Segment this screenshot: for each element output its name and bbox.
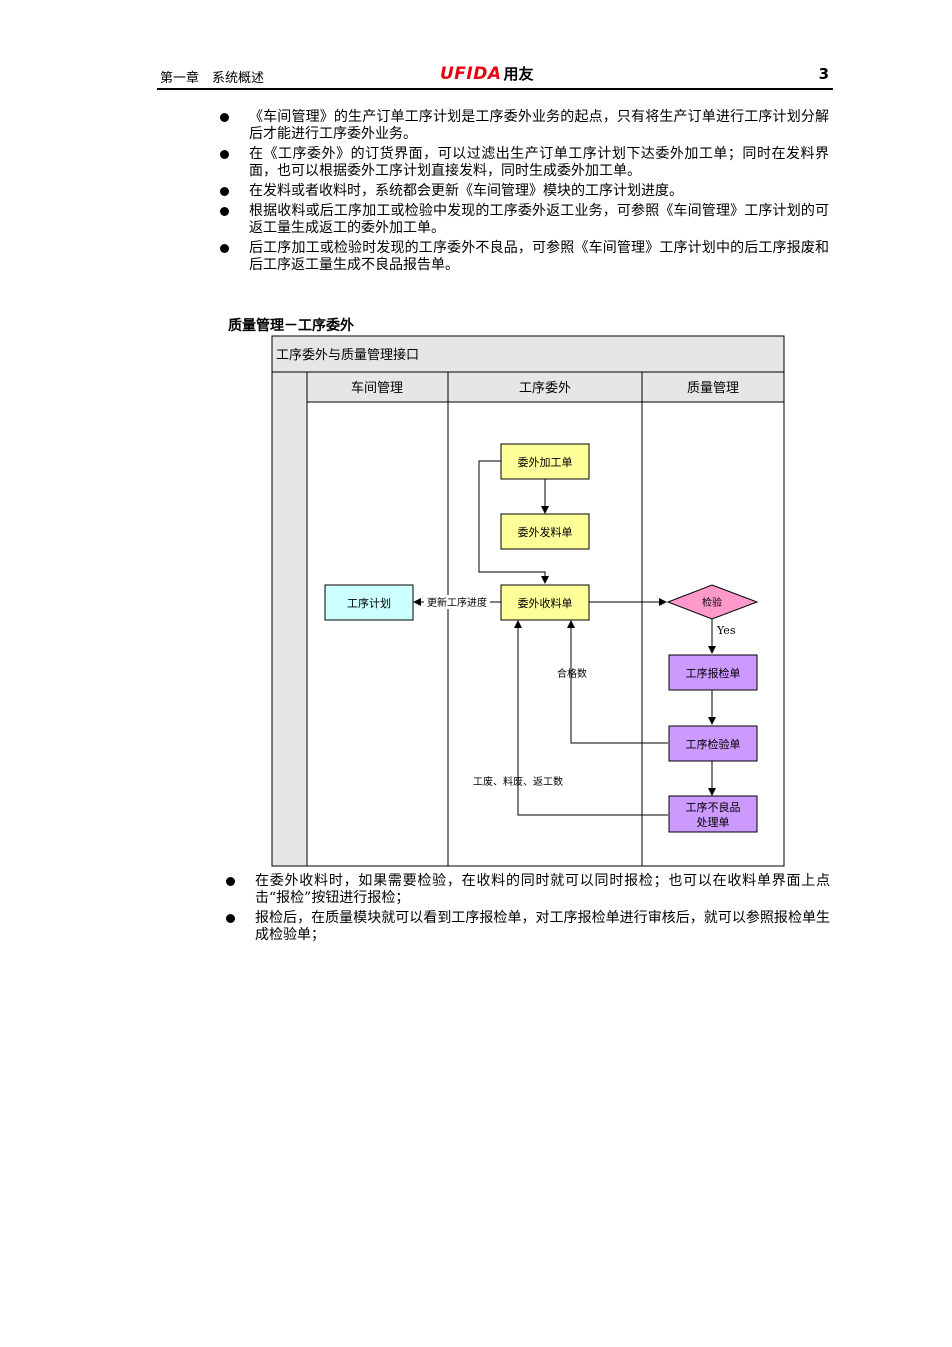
bullet-list-bottom: 在委外收料时，如果需要检验，在收料的同时就可以同时报检；也可以在收料单界面上点击… bbox=[226, 873, 830, 947]
node-jianyandan bbox=[668, 725, 758, 762]
list-item: 根据收料或后工序加工或检验中发现的工序委外返工业务，可参照《车间管理》工序计划的… bbox=[220, 203, 829, 237]
diagram-title: 工序委外与质量管理接口 bbox=[276, 347, 419, 363]
label-qualified: 合格数 bbox=[557, 667, 587, 680]
logo-cn-text: 用友 bbox=[503, 65, 534, 83]
bullet-icon bbox=[220, 113, 229, 122]
node-jianyandan-label: 工序检验单 bbox=[686, 737, 741, 751]
node-buliang-label-2: 处理单 bbox=[697, 816, 730, 829]
lane-header-quality: 质量管理 bbox=[687, 381, 739, 396]
node-weiwai-shouliao bbox=[500, 584, 590, 621]
bullet-list-top: 《车间管理》的生产订单工序计划是工序委外业务的起点，只有将生产订单进行工序计划分… bbox=[220, 109, 829, 277]
bullet-icon bbox=[226, 877, 235, 886]
list-item: 在《工序委外》的订货界面，可以过滤出生产订单工序计划下达委外加工单；同时在发料界… bbox=[220, 146, 829, 180]
node-buliang-label-1: 工序不良品 bbox=[686, 800, 741, 814]
node-weiwai-jiagong-label: 委外加工单 bbox=[518, 456, 573, 469]
label-bg bbox=[424, 595, 490, 609]
label-scrap-return: 工废、料废、返工数 bbox=[473, 775, 563, 788]
node-weiwai-faliao-label: 委外发料单 bbox=[518, 525, 573, 539]
list-item: 后工序加工或检验时发现的工序委外不良品，可参照《车间管理》工序计划中的后工序报废… bbox=[220, 240, 829, 274]
label-update-progress: 更新工序进度 bbox=[427, 596, 487, 609]
chapter-title: 第一章 系统概述 bbox=[160, 71, 265, 86]
list-item: 在发料或者收料时，系统都会更新《车间管理》模块的工序计划进度。 bbox=[220, 183, 829, 200]
list-item: 在委外收料时，如果需要检验，在收料的同时就可以同时报检；也可以在收料单界面上点击… bbox=[226, 873, 830, 907]
diagram-title-bar bbox=[271, 335, 785, 373]
node-jianyan-label: 检验 bbox=[702, 596, 722, 609]
node-weiwai-shouliao-label: 委外收料单 bbox=[518, 596, 573, 610]
logo-brand-text: UFIDA bbox=[440, 64, 502, 84]
arrow-jiagong-to-shouliao bbox=[478, 460, 549, 584]
node-weiwai-faliao bbox=[500, 513, 590, 550]
bullet-icon bbox=[220, 187, 229, 196]
bullet-icon bbox=[226, 914, 235, 923]
bullet-icon bbox=[220, 150, 229, 159]
node-gongxu-jihua bbox=[324, 584, 414, 621]
bullet-icon bbox=[220, 244, 229, 253]
bullet-icon bbox=[220, 207, 229, 216]
lane-header-workshop: 车间管理 bbox=[351, 380, 403, 396]
node-jianyan-diamond bbox=[666, 584, 759, 620]
lane-header-outsourcing: 工序委外 bbox=[519, 381, 571, 396]
lane-header-row bbox=[306, 371, 785, 403]
page-number: 3 bbox=[818, 65, 829, 83]
node-buliang bbox=[668, 795, 758, 833]
list-item: 《车间管理》的生产订单工序计划是工序委外业务的起点，只有将生产订单进行工序计划分… bbox=[220, 109, 829, 143]
node-weiwai-jiagong bbox=[500, 443, 590, 480]
arrow-scrap-return bbox=[514, 620, 668, 816]
node-baojian bbox=[668, 654, 758, 691]
section-title: 质量管理－工序委外 bbox=[228, 318, 354, 334]
node-baojian-label: 工序报检单 bbox=[686, 666, 741, 680]
list-item: 报检后，在质量模块就可以看到工序报检单，对工序报检单进行审核后，就可以参照报检单… bbox=[226, 910, 830, 944]
label-yes: Yes bbox=[716, 624, 736, 637]
arrow-qualified-return bbox=[567, 620, 668, 744]
lane-gray-strip bbox=[271, 371, 308, 867]
node-gongxu-jihua-label: 工序计划 bbox=[347, 596, 391, 610]
